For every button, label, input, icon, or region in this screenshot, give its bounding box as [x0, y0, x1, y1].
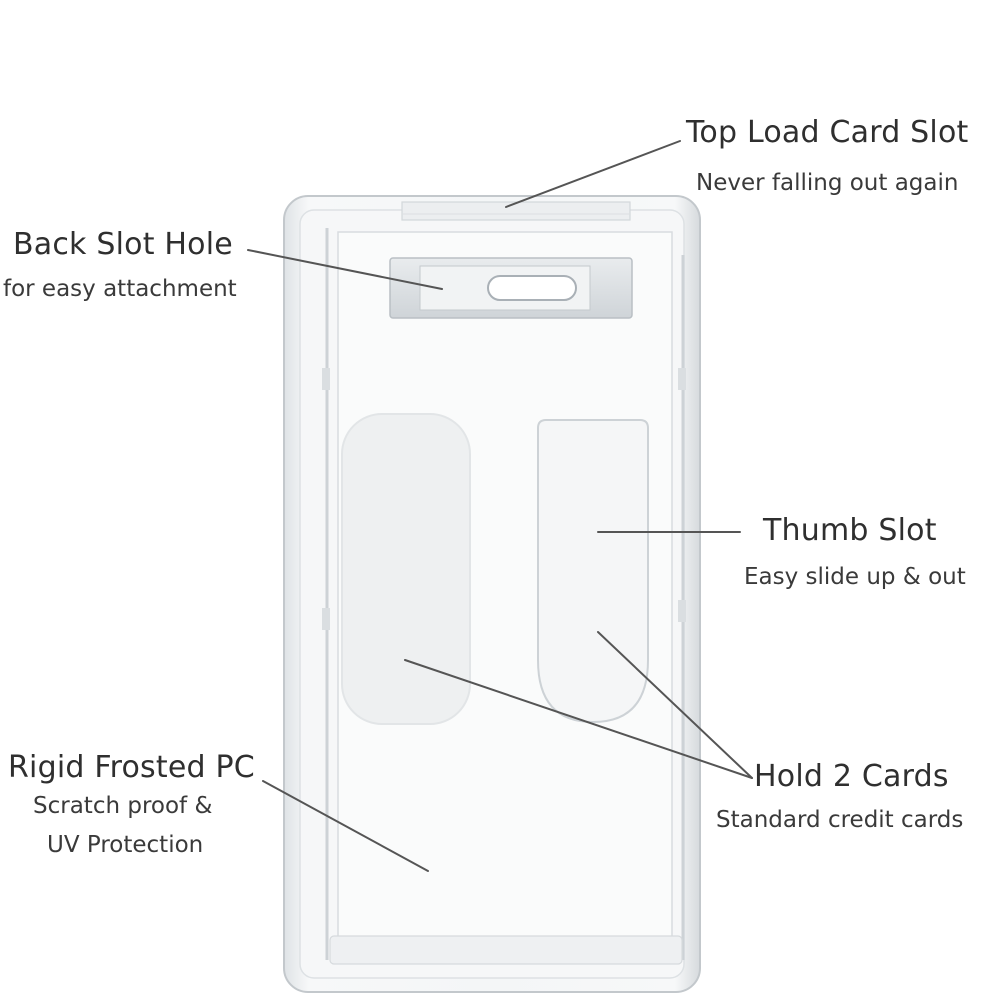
top-load-slot	[401, 201, 631, 221]
left-card-recess	[341, 413, 471, 725]
slot-hole	[487, 275, 577, 301]
leader-rigid	[262, 780, 429, 872]
hold-cards-subtitle: Standard credit cards	[716, 807, 964, 833]
thumb-slot-cutout	[537, 419, 649, 724]
thumb-slot-subtitle: Easy slide up & out	[744, 564, 966, 590]
leader-lines	[247, 140, 753, 872]
leader-back-slot	[247, 249, 443, 290]
back-slot-subtitle: for easy attachment	[3, 276, 237, 302]
bottom-lip	[329, 935, 683, 965]
back-slot-hole	[389, 257, 633, 319]
leader-top-load	[505, 140, 681, 208]
leader-hold-cards-b	[597, 631, 753, 779]
thumb-slot-title: Thumb Slot	[763, 513, 937, 548]
leader-hold-cards-a	[404, 659, 753, 779]
rigid-subtitle-1: Scratch proof &	[33, 793, 213, 819]
back-slot-title: Back Slot Hole	[13, 227, 233, 262]
top-load-title: Top Load Card Slot	[686, 115, 969, 150]
top-load-subtitle: Never falling out again	[696, 170, 959, 196]
rigid-subtitle-2: UV Protection	[47, 832, 204, 858]
hold-cards-title: Hold 2 Cards	[754, 759, 949, 794]
rigid-title: Rigid Frosted PC	[8, 750, 255, 785]
